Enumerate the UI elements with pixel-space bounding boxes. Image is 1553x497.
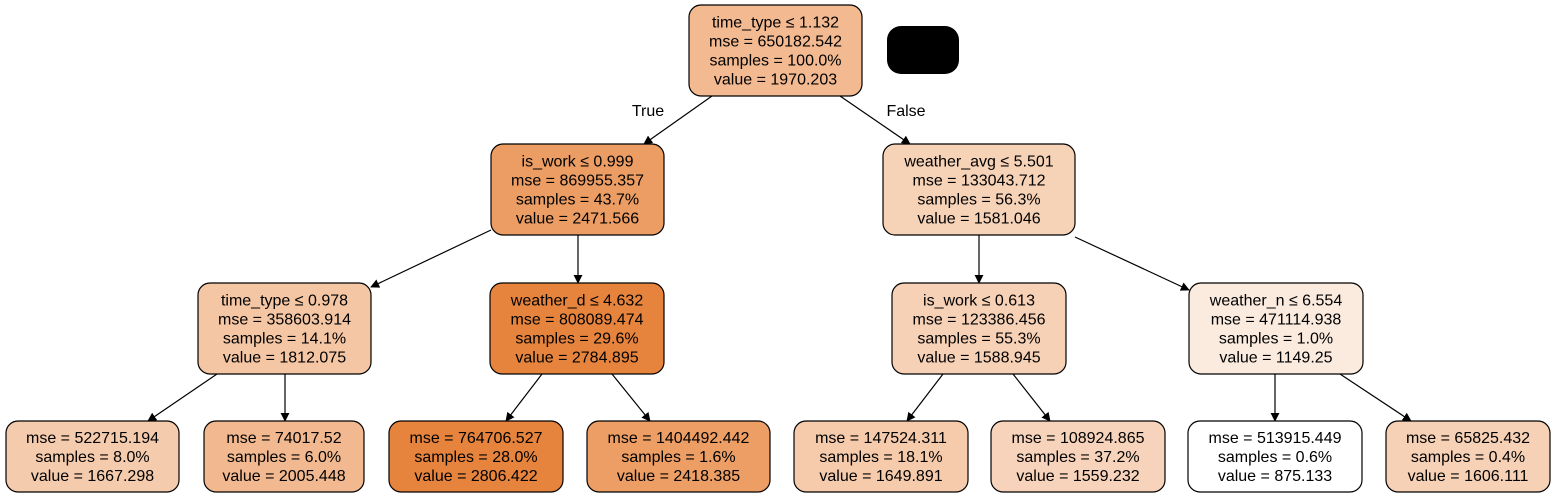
tree-node-n8: mse = 74017.52 samples = 6.0% value = 2005… bbox=[203, 420, 365, 493]
node-box bbox=[489, 282, 665, 375]
node-text-line: value = 2806.422 bbox=[414, 468, 537, 485]
tree-node-n10: mse = 1404492.442 samples = 1.6% value = 2… bbox=[586, 420, 771, 493]
node-text-line: samples = 6.0% bbox=[227, 449, 341, 466]
edge-label-true: True bbox=[632, 103, 664, 120]
node-box bbox=[490, 143, 665, 236]
node-box bbox=[5, 420, 180, 493]
node-text-line: samples = 100.0% bbox=[709, 53, 841, 70]
tree-node-n4: weather_d ≤ 4.632 mse = 808089.474 samples… bbox=[489, 282, 665, 375]
node-text-line: mse = 522715.194 bbox=[26, 430, 159, 447]
node-text-line: weather_n ≤ 6.554 bbox=[1209, 293, 1343, 310]
tree-node-n11: mse = 147524.311 samples = 18.1% value = 1… bbox=[793, 420, 969, 493]
node-text-line: weather_d ≤ 4.632 bbox=[510, 293, 644, 310]
tree-node-n6: weather_n ≤ 6.554 mse = 471114.938 samples… bbox=[1188, 282, 1364, 375]
node-text-line: mse = 764706.527 bbox=[410, 430, 543, 447]
tree-node-n14: mse = 65825.432 samples = 0.4% value = 160… bbox=[1385, 420, 1551, 493]
node-box bbox=[1187, 420, 1363, 493]
node-text-line: is_work ≤ 0.999 bbox=[522, 154, 634, 171]
node-text-line: mse = 650182.542 bbox=[709, 34, 842, 51]
node-text-line: value = 1581.046 bbox=[917, 211, 1040, 228]
node-box bbox=[990, 420, 1166, 493]
node-text-line: value = 1606.111 bbox=[1408, 468, 1529, 485]
node-text-line: samples = 56.3% bbox=[917, 192, 1040, 209]
edge-n5-n11 bbox=[906, 373, 944, 422]
node-text-line: value = 2005.448 bbox=[222, 468, 345, 485]
edge-n1-n3 bbox=[370, 229, 492, 288]
node-box bbox=[793, 420, 969, 493]
tree-node-n7: mse = 522715.194 samples = 8.0% value = 16… bbox=[5, 420, 180, 493]
node-text-line: mse = 808089.474 bbox=[511, 312, 644, 329]
node-text-line: value = 1667.298 bbox=[31, 468, 154, 485]
node-text-line: weather_avg ≤ 5.501 bbox=[903, 154, 1053, 171]
node-box bbox=[203, 420, 365, 493]
node-text-line: mse = 133043.712 bbox=[913, 173, 1046, 190]
node-text-line: samples = 29.6% bbox=[515, 331, 638, 348]
node-text-line: value = 875.133 bbox=[1218, 468, 1332, 485]
edges-layer bbox=[147, 95, 1412, 422]
node-text-line: samples = 43.7% bbox=[516, 192, 639, 209]
edge-n6-n14 bbox=[1339, 373, 1412, 422]
edge-n3-n7 bbox=[147, 373, 218, 422]
node-box bbox=[197, 282, 372, 375]
node-text-line: samples = 0.4% bbox=[1411, 449, 1525, 466]
node-text-line: mse = 108924.865 bbox=[1012, 430, 1145, 447]
node-box bbox=[688, 4, 863, 97]
node-box bbox=[1385, 420, 1551, 493]
node-text-line: value = 2784.895 bbox=[515, 350, 638, 367]
node-text-line: mse = 513915.449 bbox=[1209, 430, 1342, 447]
node-box bbox=[586, 420, 771, 493]
edge-label-false: False bbox=[886, 103, 925, 120]
tree-node-n5: is_work ≤ 0.613 mse = 123386.456 samples =… bbox=[891, 282, 1067, 375]
edge-n5-n12 bbox=[1012, 373, 1051, 422]
node-text-line: value = 1588.945 bbox=[917, 350, 1040, 367]
node-text-line: mse = 358603.914 bbox=[218, 312, 351, 329]
node-text-line: mse = 65825.432 bbox=[1406, 430, 1530, 447]
node-text-line: samples = 1.6% bbox=[621, 449, 735, 466]
node-text-line: mse = 869955.357 bbox=[511, 173, 644, 190]
node-text-line: samples = 55.3% bbox=[917, 331, 1040, 348]
node-text-line: mse = 1404492.442 bbox=[608, 430, 750, 447]
tree-node-n3: time_type ≤ 0.978 mse = 358603.914 samples… bbox=[197, 282, 372, 375]
redaction-box bbox=[887, 26, 959, 74]
node-box bbox=[891, 282, 1067, 375]
node-text-line: samples = 14.1% bbox=[223, 331, 346, 348]
node-text-line: time_type ≤ 1.132 bbox=[712, 15, 839, 32]
tree-node-n2: weather_avg ≤ 5.501 mse = 133043.712 sampl… bbox=[882, 143, 1076, 236]
node-text-line: value = 1970.203 bbox=[714, 72, 837, 89]
node-text-line: value = 2418.385 bbox=[617, 468, 740, 485]
node-text-line: samples = 18.1% bbox=[819, 449, 942, 466]
node-text-line: value = 1559.232 bbox=[1016, 468, 1139, 485]
node-text-line: samples = 37.2% bbox=[1016, 449, 1139, 466]
nodes-layer: time_type ≤ 1.132 mse = 650182.542 samples… bbox=[5, 4, 1551, 493]
tree-node-n1: is_work ≤ 0.999 mse = 869955.357 samples =… bbox=[490, 143, 665, 236]
node-text-line: value = 1149.25 bbox=[1219, 350, 1332, 367]
node-text-line: value = 2471.566 bbox=[516, 211, 639, 228]
edge-n4-n9 bbox=[505, 373, 543, 422]
node-text-line: value = 1812.075 bbox=[223, 350, 346, 367]
node-text-line: mse = 147524.311 bbox=[815, 430, 947, 447]
node-text-line: mse = 74017.52 bbox=[226, 430, 341, 447]
node-box bbox=[1188, 282, 1364, 375]
node-text-line: value = 1649.891 bbox=[819, 468, 942, 485]
edge-n2-n6 bbox=[1074, 236, 1190, 291]
node-text-line: is_work ≤ 0.613 bbox=[923, 293, 1035, 310]
edge-labels-layer: True False bbox=[632, 103, 926, 120]
node-text-line: samples = 8.0% bbox=[35, 449, 149, 466]
tree-node-n13: mse = 513915.449 samples = 0.6% value = 87… bbox=[1187, 420, 1363, 493]
node-text-line: samples = 0.6% bbox=[1218, 449, 1332, 466]
tree-node-n9: mse = 764706.527 samples = 28.0% value = 2… bbox=[388, 420, 564, 493]
edge-n0-n2 bbox=[839, 95, 911, 145]
node-text-line: samples = 28.0% bbox=[414, 449, 537, 466]
node-text-line: time_type ≤ 0.978 bbox=[221, 293, 348, 310]
node-text-line: samples = 1.0% bbox=[1219, 331, 1333, 348]
edge-n4-n10 bbox=[611, 373, 651, 422]
edge-n0-n1 bbox=[643, 95, 713, 145]
node-box bbox=[388, 420, 564, 493]
node-text-line: mse = 471114.938 bbox=[1211, 312, 1342, 329]
node-box bbox=[882, 143, 1076, 236]
tree-node-n12: mse = 108924.865 samples = 37.2% value = 1… bbox=[990, 420, 1166, 493]
node-text-line: mse = 123386.456 bbox=[913, 312, 1046, 329]
tree-node-n0: time_type ≤ 1.132 mse = 650182.542 samples… bbox=[688, 4, 863, 97]
